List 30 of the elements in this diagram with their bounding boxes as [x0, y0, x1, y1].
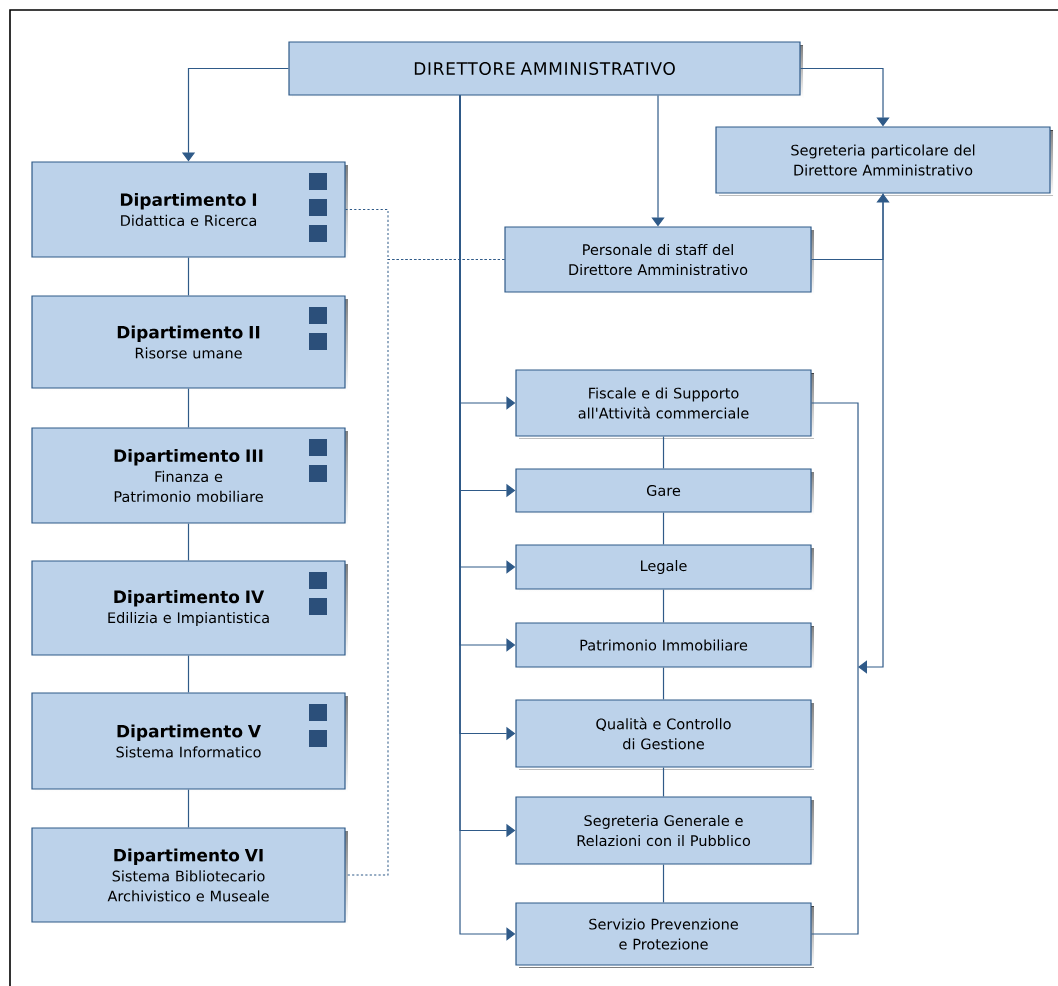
office-box: Patrimonio Immobiliare	[515, 622, 814, 670]
office-box: Segreteria particolare del Direttore Amministrativo	[715, 126, 1053, 196]
connector-line	[187, 789, 190, 828]
office-box: Gare	[515, 468, 814, 515]
department-box: Dipartimento IV Edilizia e Impiantistica	[31, 560, 348, 658]
connector-line	[662, 589, 665, 623]
office-box: Servizio Prevenzione e Protezione	[515, 902, 814, 968]
department-box: Dipartimento III Finanza e Patrimonio mobiliare	[31, 427, 348, 526]
connector-line	[662, 667, 665, 700]
office-box: Segreteria Generale e Relazioni con il Pubblico	[515, 796, 814, 867]
connector-line	[187, 655, 190, 693]
connector-line	[187, 388, 190, 428]
connector-line	[187, 523, 190, 561]
department-box: Dipartimento I Didattica e Ricerca	[31, 161, 348, 260]
connector-line	[662, 767, 665, 797]
arrow	[858, 193, 884, 674]
connector-line	[811, 402, 859, 935]
department-box: Dipartimento V Sistema Informatico	[31, 692, 348, 792]
connector-line	[662, 512, 665, 545]
director-box: DIRETTORE AMMINISTRATIVO	[288, 41, 803, 98]
office-box: Qualità e Controllo di Gestione	[515, 699, 814, 770]
connector-line	[662, 436, 665, 469]
office-box: Personale di staff del Direttore Amministrativo	[504, 226, 814, 295]
department-box: Dipartimento VI Sistema Bibliotecario Archivistico e Museale	[31, 827, 348, 925]
department-box: Dipartimento II Risorse umane	[31, 295, 348, 391]
dotted-connector	[345, 259, 505, 876]
connector-line	[187, 257, 190, 296]
connector-line	[662, 864, 665, 903]
office-box: Fiscale e di Supporto all'Attività commerciale	[515, 369, 814, 439]
office-box: Legale	[515, 544, 814, 592]
